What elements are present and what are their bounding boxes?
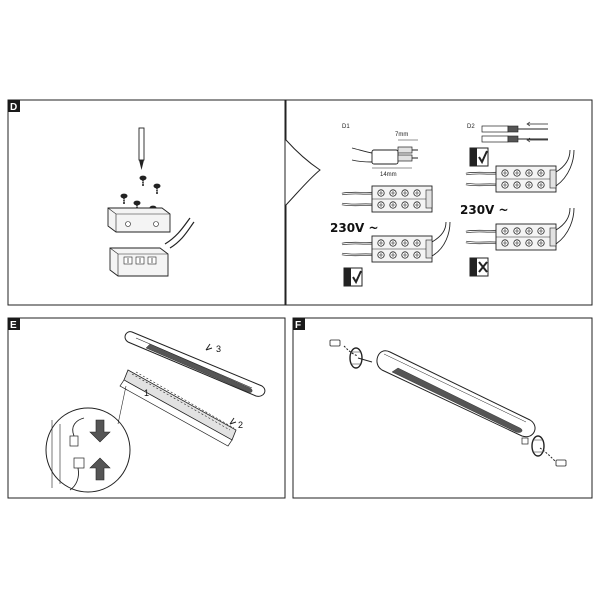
connector-plug-right (539, 447, 567, 467)
panel-e-tag-label: E (10, 320, 17, 331)
panel-d-tag (8, 100, 20, 112)
end-cap-left (349, 347, 373, 369)
strip-length-label: 7mm (395, 132, 408, 138)
terminal-block (340, 221, 451, 263)
cross-icon (469, 257, 489, 277)
panel-f-tag-label: F (295, 320, 301, 331)
light-fixture (124, 331, 266, 397)
arrow-icon (229, 417, 237, 425)
step-1-label: 1 (144, 388, 149, 398)
check-icon (469, 147, 489, 167)
step-2-label: 2 (238, 420, 243, 430)
connector-detail-circle (45, 385, 131, 493)
d2-label: D2 (467, 124, 475, 130)
panel-d-tag-label: D (10, 102, 17, 113)
terminal-block (464, 207, 575, 251)
light-fixture (376, 350, 536, 438)
arrow-down-icon (89, 419, 111, 443)
check-icon (343, 267, 363, 287)
panel-e: E 3 1 2 (7, 317, 286, 499)
arrow-icon (205, 343, 213, 351)
voltage-label-right: 230V ~ (460, 203, 509, 217)
junction-base (109, 247, 169, 277)
panel-e-tag (8, 318, 20, 330)
supply-cable (164, 217, 191, 245)
sheath-length-label: 14mm (380, 172, 397, 178)
d1-label: D1 (342, 124, 350, 130)
step-3-label: 3 (216, 344, 221, 354)
panel-f-tag (293, 318, 305, 330)
screwdriver-icon (138, 127, 145, 170)
mounting-rail (119, 369, 237, 447)
arrow-up-icon (89, 457, 111, 481)
stripped-cable-detail (351, 139, 418, 169)
voltage-label-left: 230V ~ (330, 221, 379, 235)
panel-d: D (7, 99, 286, 306)
connector-plug-left (329, 339, 359, 357)
wire-insert-detail (481, 121, 548, 143)
panel-f: F (292, 317, 593, 499)
panel-wiring: D1 D2 7mm 14mm 230V ~ (285, 99, 593, 306)
end-cap-right (521, 435, 545, 457)
junction-cover (107, 207, 171, 233)
terminal-block (464, 149, 575, 193)
